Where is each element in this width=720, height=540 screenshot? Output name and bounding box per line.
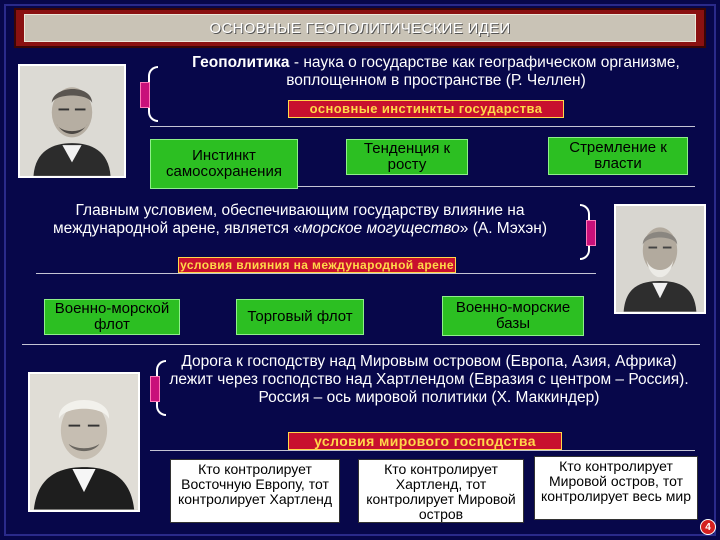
banner-world-domination: условия мирового господства [288, 432, 562, 450]
portrait-mahan [614, 204, 706, 314]
definition-text: Геополитика - наука о государстве как ге… [186, 54, 686, 90]
banner-influence: условия влияния на международной арене [178, 257, 456, 273]
tab-marker-3 [150, 376, 160, 402]
box-power: Стремление к власти [548, 137, 688, 175]
box-navy: Военно-морской флот [44, 299, 180, 335]
tab-marker-1 [140, 82, 150, 108]
mackinder-text: Дорога к господству над Мировым островом… [169, 353, 689, 406]
page-number-badge: 4 [700, 519, 716, 535]
definition-term: Геополитика [192, 54, 290, 71]
mahan-text: Главным условием, обеспечивающим государ… [52, 202, 548, 237]
box-naval-bases: Военно-морские базы [442, 296, 584, 336]
divider-4 [22, 344, 700, 345]
slide-frame [4, 4, 716, 536]
box-growth: Тенденция к росту [346, 139, 468, 175]
divider-3 [36, 273, 596, 274]
slide-title: ОСНОВНЫЕ ГЕОПОЛИТИЧЕСКИЕ ИДЕИ [209, 19, 511, 37]
box-world-island: Кто контролирует Мировой остров, тот кон… [534, 456, 698, 520]
portrait-mackinder [28, 372, 140, 512]
box-east-europe: Кто контролирует Восточную Европу, тот к… [170, 459, 340, 523]
box-heartland: Кто контролирует Хартленд, тот контролир… [358, 459, 524, 523]
divider-2 [150, 186, 695, 187]
definition-body: - наука о государстве как географическом… [286, 54, 680, 89]
tab-marker-2 [586, 220, 596, 246]
divider-5 [150, 450, 695, 451]
box-merchant-fleet: Торговый флот [236, 299, 364, 335]
portrait-chellen [18, 64, 126, 178]
title-bar: ОСНОВНЫЕ ГЕОПОЛИТИЧЕСКИЕ ИДЕИ [14, 8, 706, 48]
sea-power-emphasis: морское могущество [301, 219, 460, 237]
title-panel: ОСНОВНЫЕ ГЕОПОЛИТИЧЕСКИЕ ИДЕИ [24, 14, 696, 42]
banner-instincts: основные инстинкты государства [288, 100, 564, 118]
box-self-preservation: Инстинкт самосохранения [150, 139, 298, 189]
divider-1 [150, 126, 695, 127]
